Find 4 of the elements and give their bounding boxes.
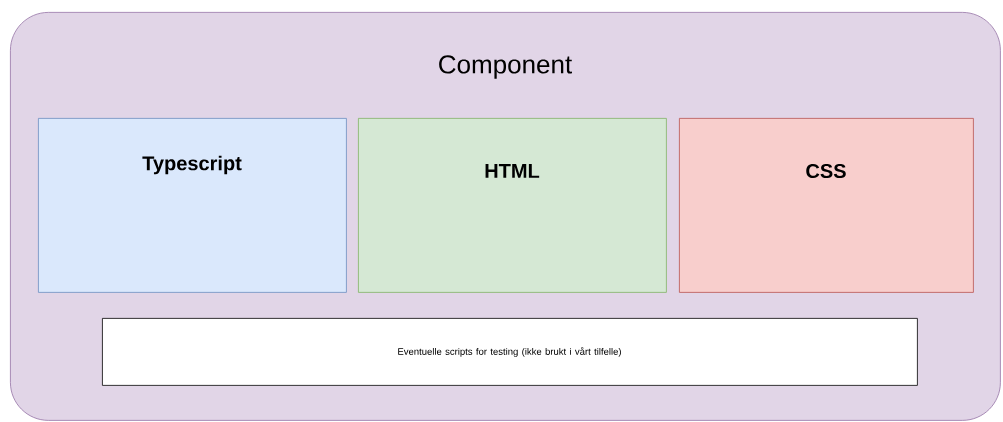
language-box: HTML <box>358 118 667 293</box>
language-box: CSS <box>679 118 974 293</box>
language-box: Typescript <box>38 118 347 293</box>
note-box: Eventuelle scripts for testing (ikke brukt i vårt tilfelle) <box>102 318 918 386</box>
